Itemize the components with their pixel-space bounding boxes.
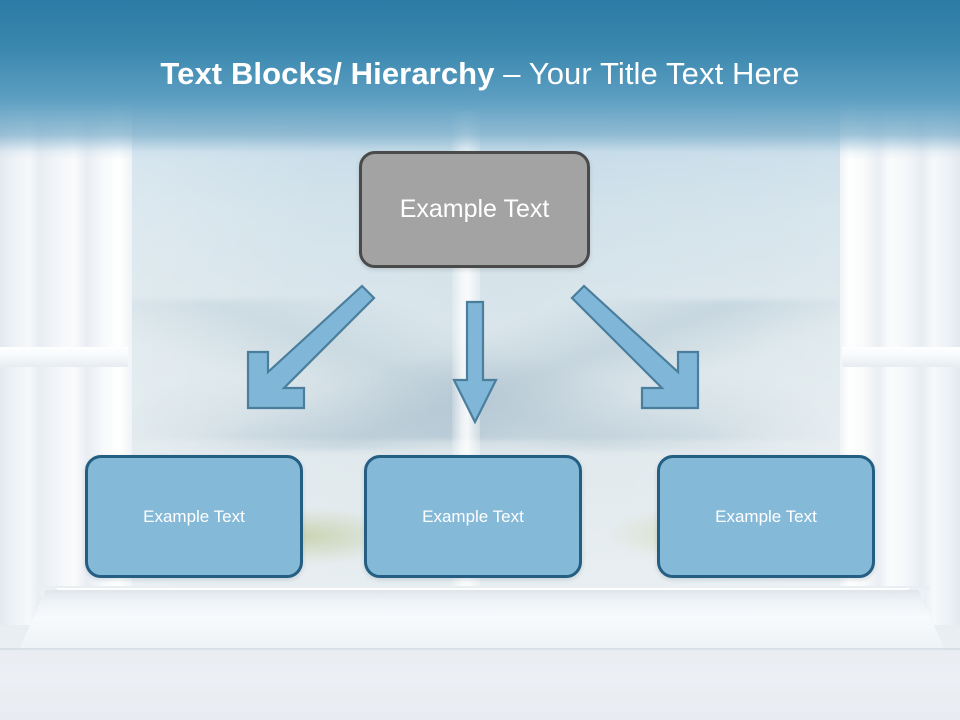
window-sill-face bbox=[18, 590, 946, 652]
page-title-light: Your Title Text Here bbox=[528, 56, 800, 91]
arrow-right-icon bbox=[570, 284, 700, 410]
page-title: Text Blocks/ Hierarchy – Your Title Text… bbox=[0, 54, 960, 94]
node-child-2[interactable]: Example Text bbox=[364, 455, 582, 578]
node-child-1[interactable]: Example Text bbox=[85, 455, 303, 578]
node-child-2-label: Example Text bbox=[422, 506, 524, 526]
page-title-separator: – bbox=[503, 56, 529, 91]
node-child-3[interactable]: Example Text bbox=[657, 455, 875, 578]
node-child-1-label: Example Text bbox=[143, 506, 245, 526]
node-root[interactable]: Example Text bbox=[359, 151, 590, 268]
title-banner bbox=[0, 0, 960, 160]
arrow-center-icon bbox=[452, 300, 498, 425]
arrow-left-icon bbox=[246, 284, 376, 410]
window-crossbar-right bbox=[842, 347, 960, 367]
node-root-label: Example Text bbox=[399, 195, 550, 223]
wall-below-window bbox=[0, 650, 960, 720]
node-child-3-label: Example Text bbox=[715, 506, 817, 526]
page-title-bold: Text Blocks/ Hierarchy bbox=[160, 56, 504, 91]
window-crossbar-left bbox=[0, 347, 128, 367]
